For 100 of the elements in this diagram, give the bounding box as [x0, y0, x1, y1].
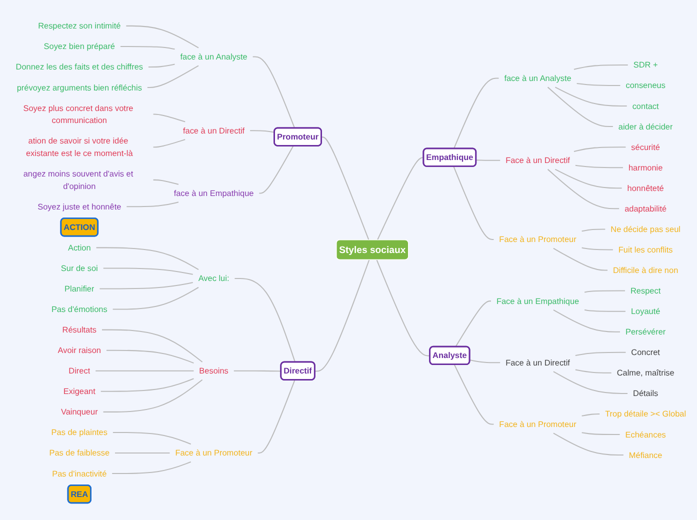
connector — [250, 130, 275, 133]
connector — [103, 379, 203, 412]
connector — [554, 168, 622, 189]
connector — [112, 432, 192, 445]
node-text: face à un Analyste — [504, 74, 572, 84]
connector — [258, 380, 296, 454]
node-text: Face à un Directif — [506, 156, 570, 166]
connector — [476, 160, 500, 161]
connector — [575, 352, 626, 356]
connector — [582, 413, 600, 416]
connector — [553, 310, 620, 332]
node-text: Exigeant — [63, 386, 96, 396]
node-text: Face à un Empathique — [496, 296, 580, 306]
connector — [234, 278, 296, 362]
connector — [553, 371, 628, 394]
connector — [115, 452, 170, 454]
node-text: SDR + — [633, 60, 658, 70]
connector — [575, 369, 612, 374]
node-text: Pas d'émotions — [51, 304, 108, 314]
connector — [252, 56, 296, 128]
connector — [453, 78, 499, 149]
node-text: angez moins souvent d'avis et d'opinion — [23, 168, 134, 191]
node-text: face à un Empathique — [174, 188, 254, 198]
connector — [455, 300, 491, 348]
node-text: Trop détaile >< Global — [605, 409, 686, 419]
node-text: Méfiance — [628, 450, 662, 460]
node-text: Face à un Promoteur — [499, 234, 576, 244]
connector — [153, 179, 179, 185]
connector — [584, 309, 626, 312]
node-text: honnêteté — [627, 183, 664, 193]
node-text: Concret — [631, 348, 660, 358]
connector — [470, 360, 500, 364]
node-text: harmonie — [628, 162, 663, 172]
connector — [96, 370, 194, 372]
node-text: Loyauté — [630, 306, 660, 316]
connector — [259, 146, 294, 194]
node-text: Avoir raison — [58, 346, 101, 356]
connector — [574, 146, 626, 152]
connector — [554, 86, 627, 107]
node-text: Persévérer — [625, 327, 666, 337]
connector — [582, 228, 606, 232]
connector — [547, 86, 613, 128]
node-text: Pas de plaintes — [51, 428, 108, 438]
node-text: adaptabilité — [624, 204, 667, 214]
connector — [454, 364, 494, 425]
connector — [126, 202, 179, 208]
connector — [234, 370, 282, 372]
node-text: Ne décide pas seul — [610, 224, 680, 234]
connector — [314, 260, 370, 372]
connector — [582, 432, 620, 436]
node-text: Sur de soi — [60, 263, 98, 274]
connector — [453, 166, 494, 240]
connector — [576, 82, 620, 86]
node-text: Résultats — [62, 325, 97, 335]
node-text: Respectez son intimité — [38, 21, 121, 31]
connector — [553, 432, 624, 456]
node-text: Pas d'inactivité — [52, 468, 107, 478]
node-text: Calme, maîtrise — [616, 368, 674, 378]
node-text: Besoins — [199, 366, 228, 376]
connector — [100, 282, 193, 290]
node-text: contact — [632, 101, 659, 111]
node-text: Direct — [68, 366, 90, 376]
connector — [112, 286, 199, 310]
connector — [553, 248, 608, 271]
node-text: Vainqueur — [60, 407, 98, 417]
node-text: face à un Directif — [182, 126, 245, 136]
node-text: Détails — [633, 388, 658, 398]
connector — [575, 164, 623, 168]
node-text: Difficile à dire non — [613, 265, 678, 276]
connector — [376, 157, 424, 240]
node-text: face à un Analyste — [180, 52, 248, 62]
node-text: Soyez plus concret dans votre communication — [23, 103, 134, 126]
connector — [582, 247, 613, 250]
node-text: Respect — [630, 286, 661, 296]
node-text: prévoyez arguments bien réfléchis — [16, 82, 142, 92]
node-text: aider à décider — [618, 122, 673, 132]
node-text: ation de savoir si votre idée existante est le ce moment-là — [26, 136, 133, 158]
node-text: sécurité — [631, 142, 660, 152]
connector — [102, 329, 203, 362]
node-text: conseneus — [626, 80, 666, 90]
connector — [148, 64, 175, 68]
node-text: Pas de faiblesse — [49, 448, 110, 458]
connector — [120, 46, 175, 50]
connector — [126, 25, 199, 48]
node-text: Face à un Directif — [506, 358, 570, 368]
node-text: Face à un Promoteur — [175, 448, 252, 458]
node-text: Face à un Promoteur — [499, 419, 576, 430]
node-text: Avec lui: — [198, 274, 230, 284]
connector — [153, 114, 186, 122]
connector — [322, 136, 370, 240]
node-text: Soyez bien préparé — [44, 42, 116, 52]
node-text: Action — [68, 242, 91, 252]
connector — [147, 65, 199, 88]
connector — [96, 247, 199, 270]
node-text: Fuit les conflits — [618, 244, 673, 255]
node-text: Donnez les des faits et des chiffres — [16, 62, 143, 72]
connector — [547, 168, 620, 210]
connector — [584, 290, 626, 293]
connector — [376, 260, 430, 356]
connector — [103, 268, 193, 275]
